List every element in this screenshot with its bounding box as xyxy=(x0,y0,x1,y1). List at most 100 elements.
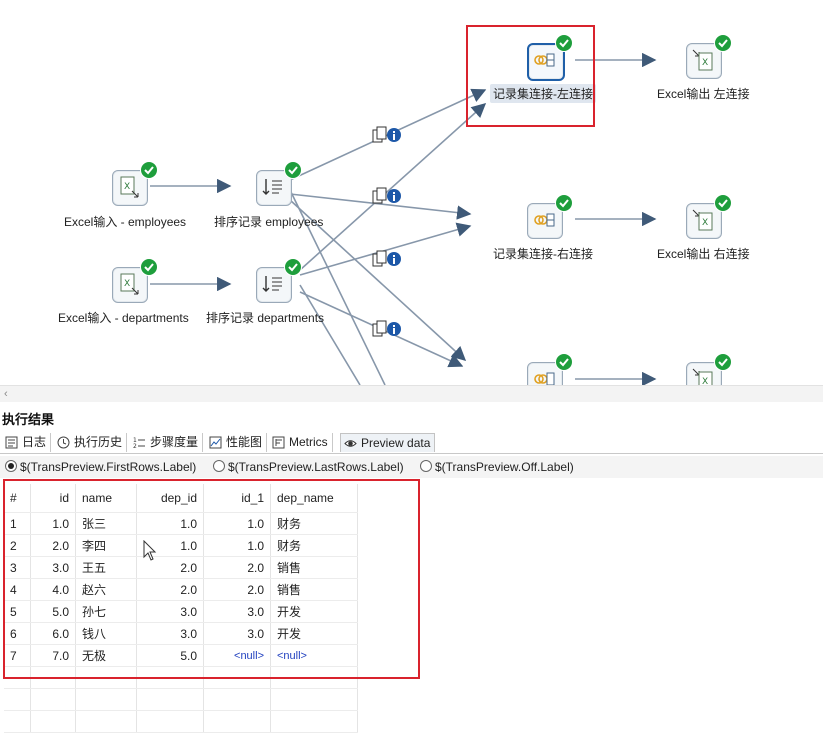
table-cell[interactable]: 7.0 xyxy=(30,644,76,667)
radio-last-rows[interactable]: $(TransPreview.LastRows.Label) xyxy=(213,460,404,474)
table-cell[interactable]: 2.0 xyxy=(136,556,204,579)
table-cell[interactable]: 5.0 xyxy=(136,644,204,667)
copy-info-icon[interactable] xyxy=(372,126,402,146)
empty-cell xyxy=(30,710,76,733)
table-cell[interactable]: <null> xyxy=(270,644,358,667)
radio-off[interactable]: $(TransPreview.Off.Label) xyxy=(420,460,574,474)
scroll-left-icon[interactable]: ‹ xyxy=(4,388,8,400)
table-cell[interactable]: 3.0 xyxy=(30,556,76,579)
step-excel-output-left[interactable]: X xyxy=(686,34,732,81)
metrics-icon xyxy=(272,436,285,449)
table-cell[interactable]: 3.0 xyxy=(136,600,204,623)
empty-cell xyxy=(203,710,271,733)
tab-performance-graph[interactable]: 性能图 xyxy=(206,433,268,452)
step-excel-output-full[interactable]: X xyxy=(686,353,732,385)
table-cell[interactable]: 李四 xyxy=(75,534,137,557)
column-header[interactable]: # xyxy=(4,484,31,513)
table-cell[interactable]: 1.0 xyxy=(136,512,204,535)
column-header[interactable]: dep_id xyxy=(136,484,204,513)
table-cell[interactable]: 2.0 xyxy=(203,556,271,579)
table-cell[interactable]: 孙七 xyxy=(75,600,137,623)
tab-log[interactable]: 日志 xyxy=(2,433,52,452)
horizontal-scrollbar[interactable]: ‹ xyxy=(0,385,823,402)
transformation-canvas[interactable]: X Excel输入 - employees X Excel输入 - depart… xyxy=(0,0,823,385)
row-number[interactable]: 2 xyxy=(4,534,31,557)
table-cell[interactable]: 1.0 xyxy=(203,512,271,535)
column-header[interactable]: name xyxy=(75,484,137,513)
row-number[interactable]: 7 xyxy=(4,644,31,667)
radio-dot[interactable] xyxy=(420,460,432,472)
table-header-row: # id name dep_id id_1 dep_name xyxy=(4,484,358,513)
empty-cell xyxy=(75,710,137,733)
table-cell[interactable]: 无极 xyxy=(75,644,137,667)
row-number[interactable]: 4 xyxy=(4,578,31,601)
log-icon xyxy=(5,436,18,449)
step-excel-input-employees[interactable]: X xyxy=(112,161,158,208)
table-cell[interactable]: 4.0 xyxy=(30,578,76,601)
table-cell[interactable]: 赵六 xyxy=(75,578,137,601)
table-cell[interactable]: 销售 xyxy=(270,578,358,601)
copy-info-icon[interactable] xyxy=(372,320,402,340)
radio-dot[interactable] xyxy=(5,460,17,472)
step-sort-departments[interactable] xyxy=(256,258,302,305)
row-number[interactable]: 6 xyxy=(4,622,31,645)
mouse-cursor-icon xyxy=(143,540,157,561)
preview-mode-options: $(TransPreview.FirstRows.Label) $(TransP… xyxy=(0,456,823,478)
table-cell[interactable]: 2.0 xyxy=(136,578,204,601)
table-cell[interactable]: 3.0 xyxy=(203,600,271,623)
check-circle-icon xyxy=(555,194,573,212)
step-join-full[interactable] xyxy=(527,353,573,385)
table-cell[interactable]: 财务 xyxy=(270,512,358,535)
table-cell[interactable]: 王五 xyxy=(75,556,137,579)
merge-join-icon xyxy=(534,372,555,385)
column-header[interactable]: dep_name xyxy=(270,484,358,513)
step-join-left[interactable] xyxy=(527,34,573,81)
radio-dot[interactable] xyxy=(213,460,225,472)
empty-cell xyxy=(4,710,31,733)
step-label: Excel输入 - departments xyxy=(58,311,189,325)
table-cell[interactable]: 钱八 xyxy=(75,622,137,645)
table-cell[interactable]: 1.0 xyxy=(30,512,76,535)
step-join-right[interactable] xyxy=(527,194,573,241)
empty-row xyxy=(4,710,358,733)
table-cell[interactable]: 2.0 xyxy=(203,578,271,601)
column-header[interactable]: id_1 xyxy=(203,484,271,513)
table-cell[interactable]: 6.0 xyxy=(30,622,76,645)
row-number[interactable]: 5 xyxy=(4,600,31,623)
table-cell[interactable]: 3.0 xyxy=(203,622,271,645)
tab-preview-data[interactable]: Preview data xyxy=(340,433,436,452)
table-cell[interactable]: 1.0 xyxy=(203,534,271,557)
table-cell[interactable]: 财务 xyxy=(270,534,358,557)
table-cell[interactable]: 开发 xyxy=(270,622,358,645)
step-excel-output-right[interactable]: X xyxy=(686,194,732,241)
table-cell[interactable]: <null> xyxy=(203,644,271,667)
excel-output-icon: X xyxy=(692,368,713,385)
row-number[interactable]: 3 xyxy=(4,556,31,579)
radio-first-rows[interactable]: $(TransPreview.FirstRows.Label) xyxy=(5,460,196,474)
table-cell[interactable]: 销售 xyxy=(270,556,358,579)
step-sort-employees[interactable] xyxy=(256,161,302,208)
tab-history[interactable]: 执行历史 xyxy=(54,433,128,452)
step-excel-input-departments[interactable]: X xyxy=(112,258,158,305)
empty-row xyxy=(4,688,358,711)
table-cell[interactable]: 5.0 xyxy=(30,600,76,623)
copy-info-icon[interactable] xyxy=(372,250,402,270)
empty-cell xyxy=(30,688,76,711)
table-cell[interactable]: 3.0 xyxy=(136,622,204,645)
table-cell[interactable]: 张三 xyxy=(75,512,137,535)
tab-metrics[interactable]: Metrics xyxy=(269,433,333,452)
table-cell[interactable]: 2.0 xyxy=(30,534,76,557)
copy-info-icon[interactable] xyxy=(372,187,402,207)
table-cell[interactable]: 开发 xyxy=(270,600,358,623)
sort-icon xyxy=(262,179,282,195)
row-number[interactable]: 1 xyxy=(4,512,31,535)
column-header[interactable]: id xyxy=(30,484,76,513)
